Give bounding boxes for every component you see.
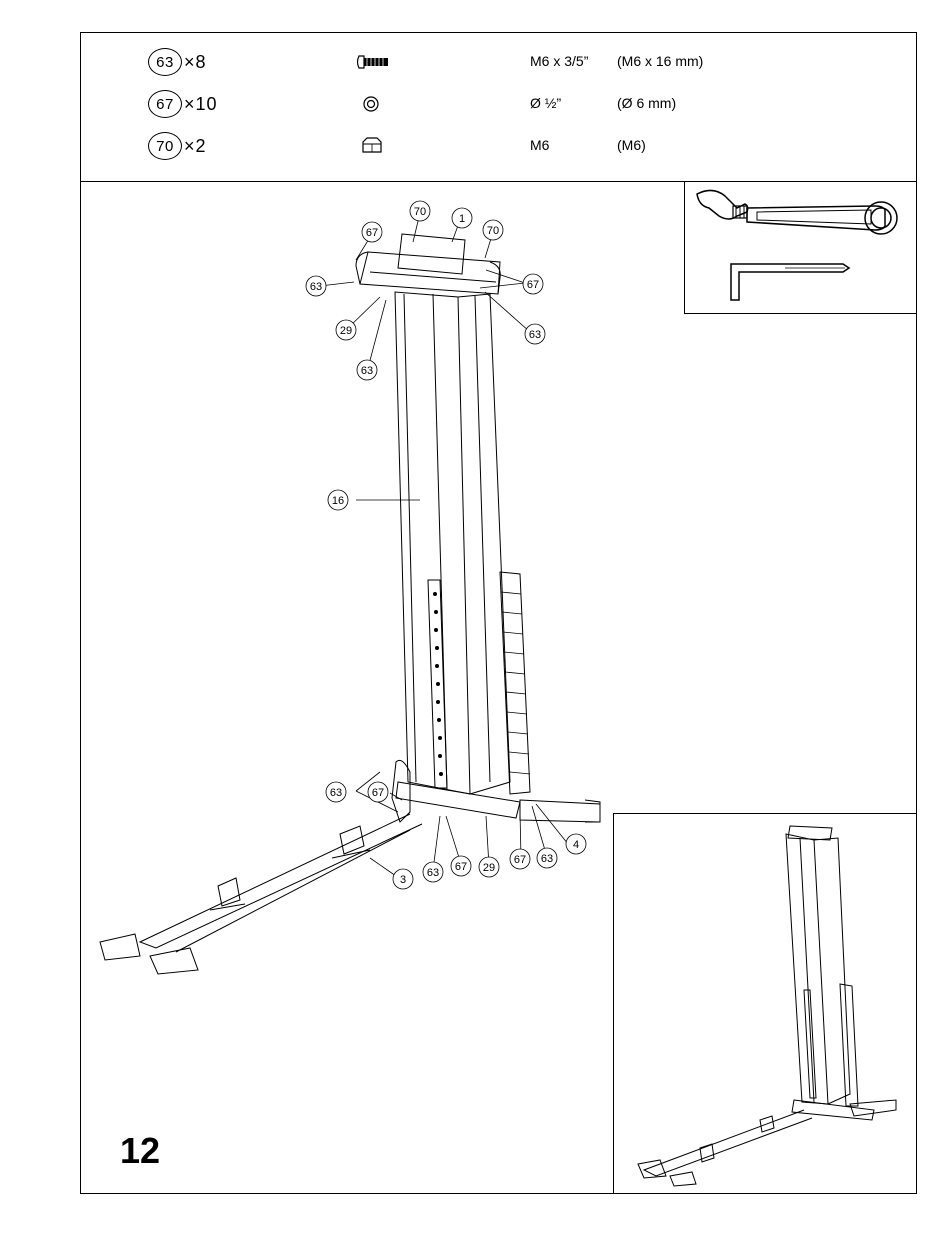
callout-70: 70 — [414, 206, 426, 218]
adjustable-wrench-icon — [697, 190, 897, 234]
callout-3: 3 — [400, 874, 406, 886]
callout-63: 63 — [330, 787, 342, 799]
washer-icon — [355, 92, 395, 116]
callout-63: 63 — [541, 853, 553, 865]
nut-icon — [355, 134, 395, 158]
callout-67: 67 — [455, 861, 467, 873]
part-quantity: ×10 — [184, 94, 218, 115]
tools-illustration — [685, 182, 917, 313]
bolt-icon — [355, 50, 395, 74]
part-spec: Ø ½” — [530, 95, 561, 111]
part-qty: 70 ×2 — [148, 128, 207, 164]
callout-63: 63 — [427, 867, 439, 879]
part-number: 63 — [148, 48, 182, 76]
callout-63: 63 — [529, 329, 541, 341]
part-spec: M6 — [530, 137, 549, 153]
parts-list: 63 ×8 M6 x 3/5” (M6 x 16 mm) 67 ×10 Ø ½”… — [80, 32, 917, 182]
callout-67: 67 — [372, 787, 384, 799]
part-metric: (Ø 6 mm) — [617, 95, 676, 111]
part-metric: (M6 x 16 mm) — [617, 53, 703, 69]
part-qty: 67 ×10 — [148, 86, 218, 122]
callout-63: 63 — [361, 365, 373, 377]
callout-67: 67 — [514, 854, 526, 866]
callout-16: 16 — [332, 495, 344, 507]
part-row-63: 63 ×8 M6 x 3/5” (M6 x 16 mm) — [80, 44, 917, 80]
part-number: 70 — [148, 132, 182, 160]
step-number: 12 — [120, 1130, 160, 1172]
assembled-view-inset — [613, 813, 917, 1194]
part-qty: 63 ×8 — [148, 44, 207, 80]
part-row-70: 70 ×2 M6 (M6) — [80, 128, 917, 164]
callout-70: 70 — [487, 225, 499, 237]
callout-4: 4 — [573, 839, 579, 851]
part-row-67: 67 ×10 Ø ½” (Ø 6 mm) — [80, 86, 917, 122]
callout-63: 63 — [310, 281, 322, 293]
part-quantity: ×8 — [184, 52, 207, 73]
part-number: 67 — [148, 90, 182, 118]
part-spec: M6 x 3/5” — [530, 53, 588, 69]
callout-29: 29 — [340, 325, 352, 337]
part-metric: (M6) — [617, 137, 646, 153]
assembly-drawing: 70 1 67 70 63 67 29 63 63 16 63 67 63 67… — [80, 182, 680, 982]
callout-67: 67 — [366, 227, 378, 239]
part-quantity: ×2 — [184, 136, 207, 157]
allen-key-icon — [731, 264, 849, 300]
assembled-view-drawing — [614, 814, 917, 1194]
callout-29: 29 — [483, 862, 495, 874]
tools-box — [684, 182, 917, 314]
callout-67: 67 — [527, 279, 539, 291]
callout-1: 1 — [459, 213, 465, 225]
